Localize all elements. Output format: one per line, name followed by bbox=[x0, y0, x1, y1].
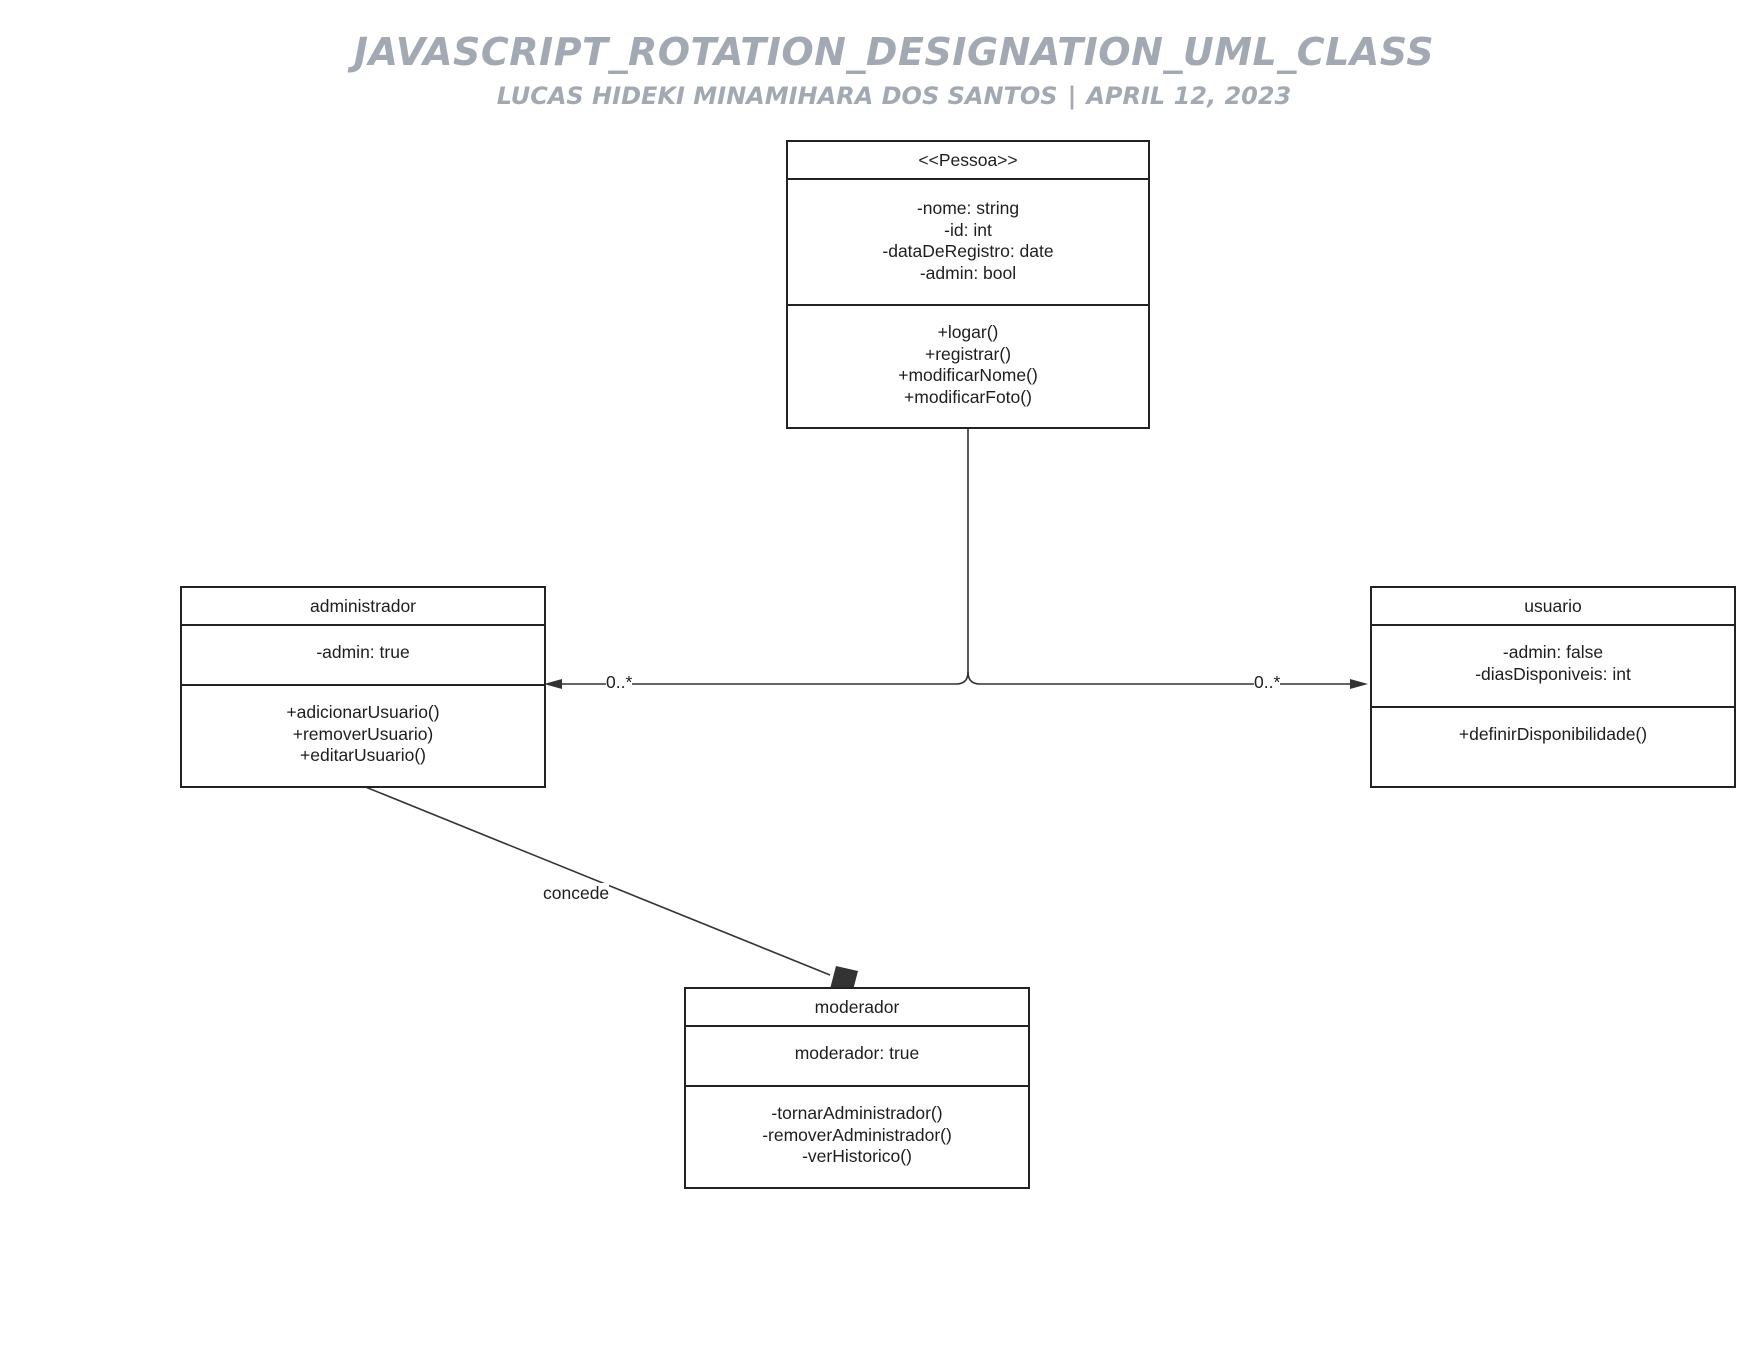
usuario-arrowhead bbox=[1350, 679, 1368, 689]
class-box-usuario[interactable]: usuario -admin: false -diasDisponiveis: … bbox=[1370, 586, 1736, 788]
multiplicity-administrador: 0..* bbox=[606, 672, 633, 692]
attribute-line: -diasDisponiveis: int bbox=[1475, 663, 1631, 684]
method-line: +editarUsuario() bbox=[300, 745, 426, 765]
association-label-concede: concede bbox=[543, 883, 610, 903]
attribute-line: -nome: string bbox=[916, 198, 1020, 218]
attribute-line: -admin: false bbox=[1502, 642, 1604, 662]
class-name-moderador: moderador bbox=[686, 989, 1028, 1027]
pessoa-to-usuario-line[interactable] bbox=[967, 671, 1364, 685]
attribute-line: moderador: true bbox=[794, 1043, 920, 1063]
pessoa-to-administrador-line[interactable] bbox=[548, 428, 969, 685]
class-attributes-administrador: -admin: true bbox=[182, 626, 544, 686]
administrador-to-moderador-line[interactable] bbox=[362, 785, 831, 976]
class-methods-usuario: +definirDisponibilidade() bbox=[1372, 708, 1734, 746]
diagram-header: JAVASCRIPT_ROTATION_DESIGNATION_UML_CLAS… bbox=[0, 30, 1760, 110]
method-line: +adicionarUsuario() bbox=[286, 702, 440, 722]
method-line: +modificarNome() bbox=[898, 365, 1038, 385]
attribute-line: -id: int bbox=[944, 219, 992, 240]
method-line: +definirDisponibilidade() bbox=[1458, 724, 1648, 744]
method-line: -verHistorico() bbox=[802, 1146, 912, 1166]
method-line: +registrar() bbox=[924, 343, 1012, 364]
method-line: +removerUsuario) bbox=[292, 723, 434, 744]
class-name-pessoa: <<Pessoa>> bbox=[788, 142, 1148, 180]
class-box-moderador[interactable]: moderador moderador: true -tornarAdminis… bbox=[684, 987, 1030, 1189]
method-line: -tornarAdministrador() bbox=[771, 1103, 943, 1123]
class-attributes-pessoa: -nome: string -id: int -dataDeRegistro: … bbox=[788, 180, 1148, 306]
attribute-line: -admin: bool bbox=[919, 262, 1017, 283]
class-name-usuario: usuario bbox=[1372, 588, 1734, 626]
class-attributes-usuario: -admin: false -diasDisponiveis: int bbox=[1372, 626, 1734, 708]
class-methods-moderador: -tornarAdministrador() -removerAdministr… bbox=[686, 1087, 1028, 1168]
class-box-administrador[interactable]: administrador -admin: true +adicionarUsu… bbox=[180, 586, 546, 788]
author-name: LUCAS HIDEKI MINAMIHARA DOS SANTOS bbox=[496, 82, 1058, 110]
class-name-administrador: administrador bbox=[182, 588, 544, 626]
attribute-line: -dataDeRegistro: date bbox=[882, 241, 1054, 261]
subtitle-separator: | bbox=[1067, 82, 1077, 110]
class-attributes-moderador: moderador: true bbox=[686, 1027, 1028, 1087]
method-line: +logar() bbox=[937, 322, 999, 342]
class-methods-pessoa: +logar() +registrar() +modificarNome() +… bbox=[788, 306, 1148, 408]
method-line: -removerAdministrador() bbox=[762, 1124, 952, 1145]
diagram-subtitle: LUCAS HIDEKI MINAMIHARA DOS SANTOS | APRIL… bbox=[14, 82, 1760, 110]
diagram-date: APRIL 12, 2023 bbox=[1086, 82, 1292, 110]
class-methods-administrador: +adicionarUsuario() +removerUsuario) +ed… bbox=[182, 686, 544, 767]
class-box-pessoa[interactable]: <<Pessoa>> -nome: string -id: int -dataD… bbox=[786, 140, 1150, 429]
diagram-title: JAVASCRIPT_ROTATION_DESIGNATION_UML_CLAS… bbox=[353, 30, 1435, 74]
method-line: +modificarFoto() bbox=[904, 386, 1032, 407]
attribute-line: -admin: true bbox=[316, 642, 410, 662]
multiplicity-usuario: 0..* bbox=[1254, 672, 1281, 692]
administrador-arrowhead bbox=[544, 679, 562, 689]
